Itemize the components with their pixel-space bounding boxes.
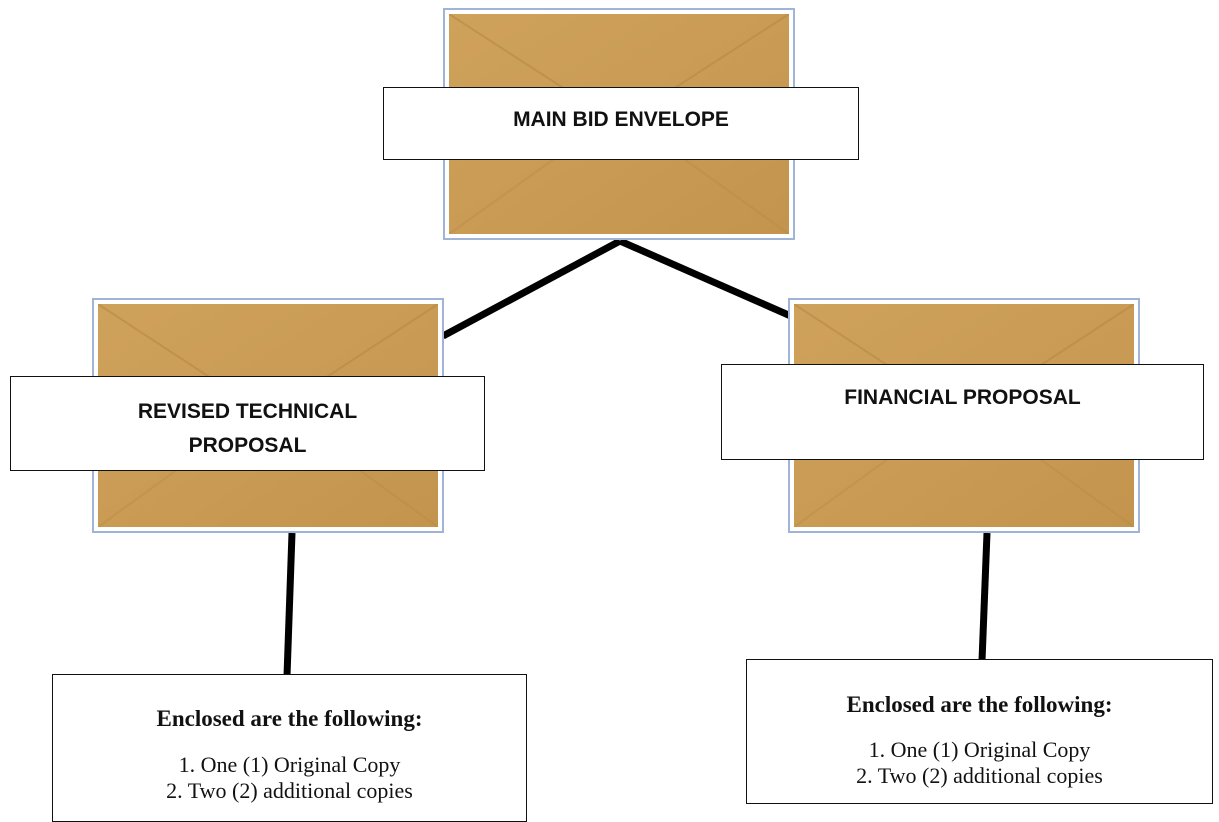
connector-financial-to-contents xyxy=(978,532,991,662)
financial-contents-box: Enclosed are the following: 1. One (1) O… xyxy=(746,659,1213,804)
technical-envelope-title-line2: PROPOSAL xyxy=(188,433,307,457)
technical-contents-item-2: 2. Two (2) additional copies xyxy=(166,778,413,804)
technical-contents-heading: Enclosed are the following: xyxy=(156,706,423,731)
financial-envelope-title: FINANCIAL PROPOSAL xyxy=(844,386,1081,409)
technical-envelope-title-line1: REVISED TECHNICAL xyxy=(137,400,358,423)
connector-main-to-technical xyxy=(441,237,622,340)
financial-contents-item-1: 1. One (1) Original Copy xyxy=(868,737,1091,762)
financial-contents-heading: Enclosed are the following: xyxy=(846,692,1113,717)
financial-contents-item-2: 2. Two (2) additional copies xyxy=(856,763,1103,789)
main-envelope-title: MAIN BID ENVELOPE xyxy=(513,108,729,131)
technical-contents-item-1: 1. One (1) Original Copy xyxy=(178,752,401,777)
connector-main-to-financial xyxy=(618,237,795,321)
connector-technical-to-contents xyxy=(283,532,296,677)
financial-envelope-label: FINANCIAL PROPOSAL xyxy=(721,364,1204,460)
main-envelope-label: MAIN BID ENVELOPE xyxy=(383,87,859,160)
technical-envelope-label: REVISED TECHNICAL PROPOSAL xyxy=(10,376,485,471)
technical-contents-box: Enclosed are the following: 1. One (1) O… xyxy=(52,674,527,822)
